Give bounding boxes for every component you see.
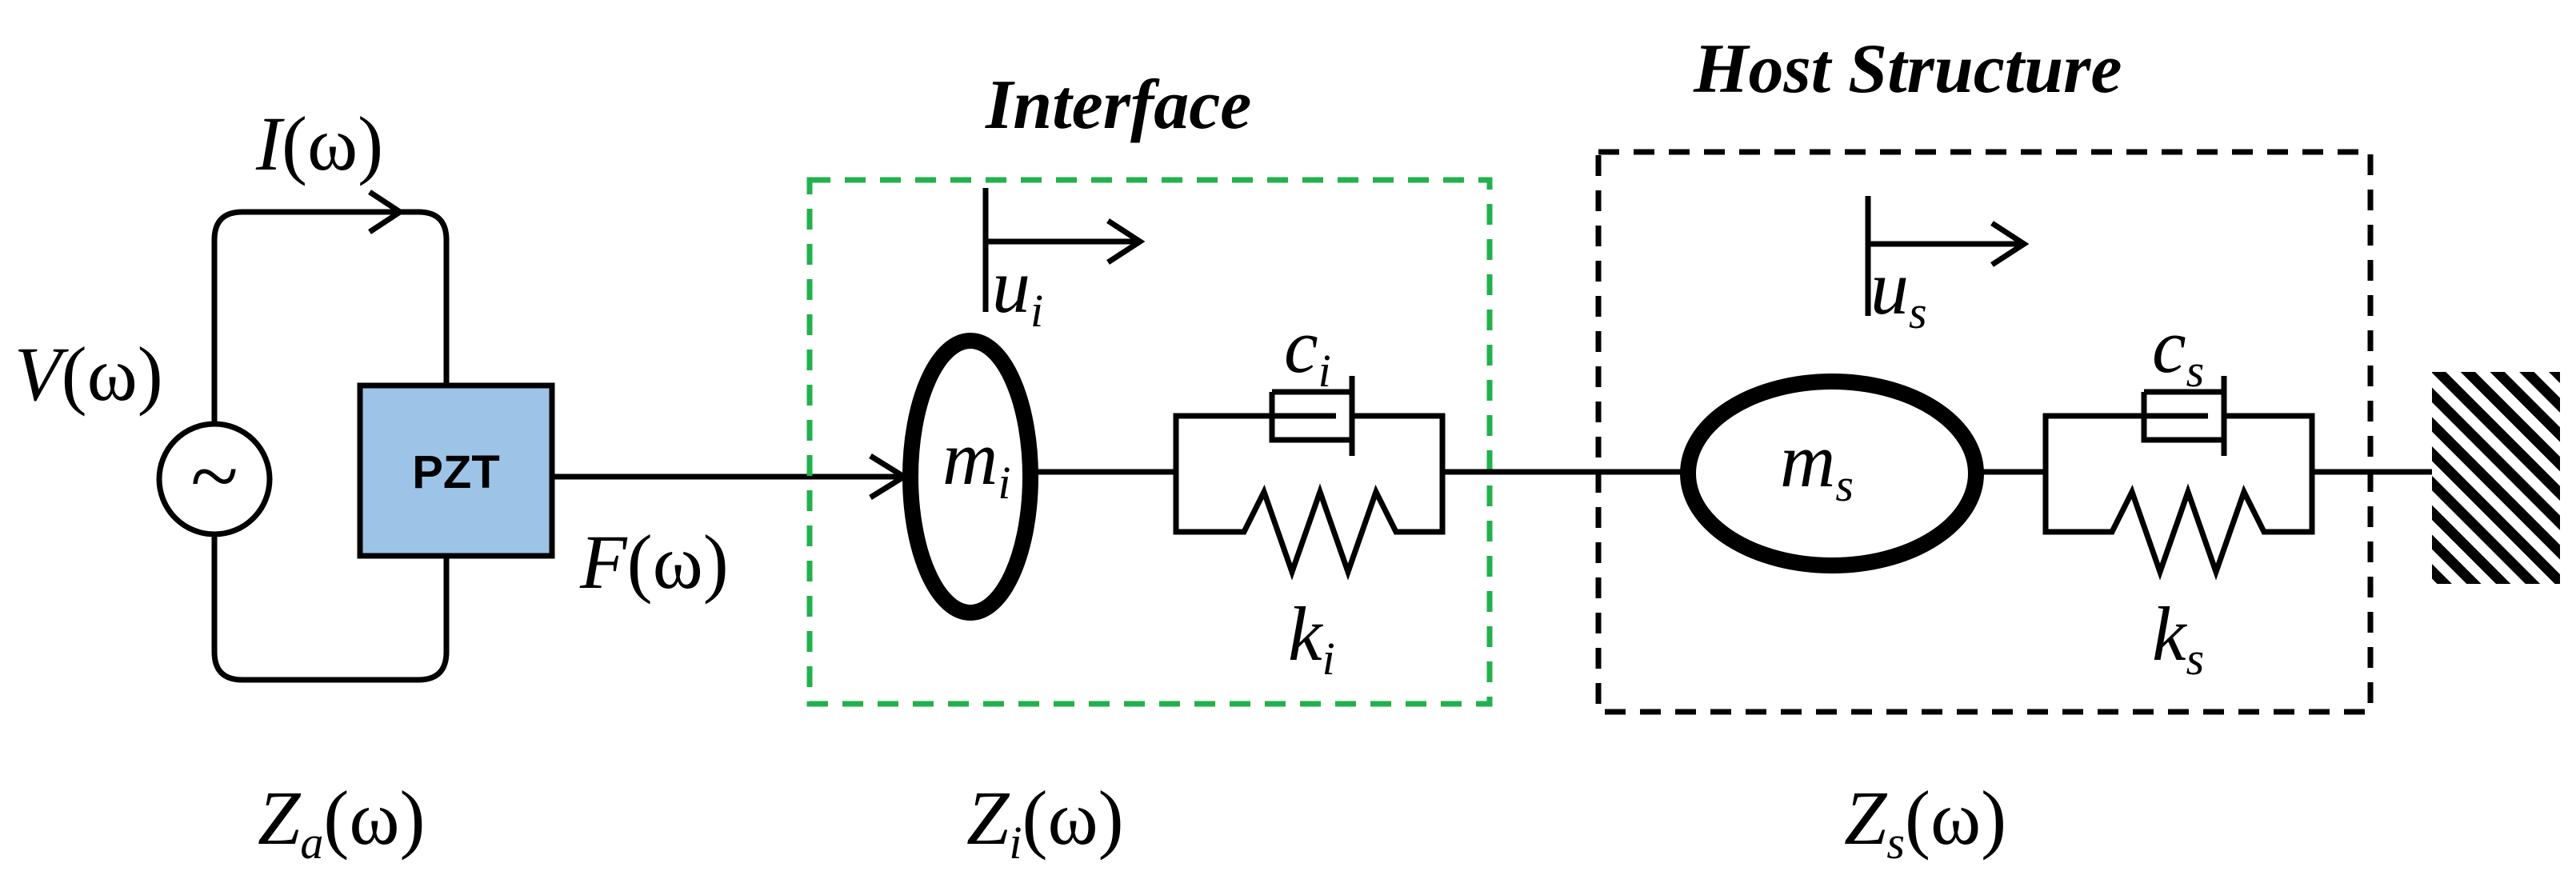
mi-main: m — [942, 415, 998, 501]
displacement-us-label: us — [1870, 245, 1927, 338]
current-arg: (ω) — [282, 101, 383, 186]
host-stiffness-label: ks — [2152, 591, 2204, 685]
displacement-us-arrow — [1865, 196, 2030, 316]
interface-bracket-left — [1173, 413, 1184, 535]
host-impedance-label: Zs(ω) — [1844, 775, 2006, 869]
ui-sub: i — [1030, 285, 1043, 337]
ci-main: c — [1284, 303, 1318, 389]
za-arg: (ω) — [323, 775, 425, 861]
ki-main: k — [1288, 591, 1324, 677]
host-bracket-left — [2042, 413, 2054, 535]
current-label: I(ω) — [255, 101, 383, 186]
cs-main: c — [2152, 303, 2186, 389]
electrical-circuit: ~ PZT — [156, 190, 555, 683]
interface-spring-damper — [1034, 376, 1604, 581]
current-arrow — [284, 190, 406, 234]
ms-sub: s — [1835, 459, 1854, 511]
us-main: u — [1870, 245, 1909, 330]
ks-main: k — [2152, 591, 2188, 677]
interface-impedance-label: Zi(ω) — [966, 775, 1124, 869]
voltage-symbol: V — [14, 331, 69, 417]
us-sub: s — [1909, 286, 1927, 338]
host-mass-label: ms — [1780, 418, 1854, 511]
zs-main: Z — [1844, 775, 1888, 861]
host-spring — [2046, 483, 2312, 581]
za-main: Z — [258, 775, 302, 861]
displacement-ui-arrow — [982, 188, 1146, 312]
zi-main: Z — [966, 775, 1010, 861]
pzt-impedance-label: Za(ω) — [258, 775, 426, 869]
cs-sub: s — [2186, 345, 2205, 397]
zi-sub: i — [1009, 817, 1022, 869]
interface-mass — [902, 333, 1038, 621]
zi-arg: (ω) — [1022, 775, 1124, 861]
force-arg: (ω) — [627, 519, 729, 605]
interface-damping-label: ci — [1284, 303, 1331, 397]
force-symbol: F — [579, 519, 628, 605]
pzt-block — [357, 382, 555, 559]
ms-main: m — [1780, 418, 1835, 503]
host-damper — [2046, 376, 2312, 456]
ki-sub: i — [1322, 633, 1335, 685]
host-damping-label: cs — [2152, 303, 2204, 397]
fixed-wall-hatch — [2432, 372, 2560, 584]
ac-source-glyph: ~ — [190, 427, 238, 525]
zs-sub: s — [1886, 817, 1905, 869]
current-symbol: I — [255, 101, 285, 186]
za-sub: a — [300, 817, 323, 869]
interface-mass-label: mi — [942, 415, 1010, 509]
interface-damper — [1176, 376, 1442, 456]
host-structure-title: Host Structure — [1693, 30, 2122, 108]
ac-voltage-source-icon — [156, 421, 273, 537]
voltage-label: V(ω) — [14, 331, 163, 417]
host-structure-box — [1595, 149, 2374, 715]
interface-stiffness-label: ki — [1288, 591, 1335, 685]
ui-main: u — [992, 243, 1030, 329]
interface-bracket-right — [1434, 413, 1446, 535]
pzt-label: PZT — [412, 446, 500, 498]
ks-sub: s — [2186, 633, 2205, 685]
mi-sub: i — [998, 457, 1010, 509]
zs-arg: (ω) — [1905, 775, 2006, 861]
force-label: F(ω) — [579, 519, 729, 605]
interface-title: Interface — [985, 66, 1251, 144]
voltage-arg: (ω) — [62, 331, 163, 417]
force-arrow — [552, 453, 910, 500]
circuit-bottom-wire — [211, 534, 450, 683]
ci-sub: i — [1318, 345, 1331, 397]
interface-spring — [1176, 483, 1442, 581]
host-spring-damper — [1976, 376, 2432, 581]
displacement-ui-label: ui — [992, 243, 1043, 337]
host-bracket-right — [2304, 413, 2315, 535]
